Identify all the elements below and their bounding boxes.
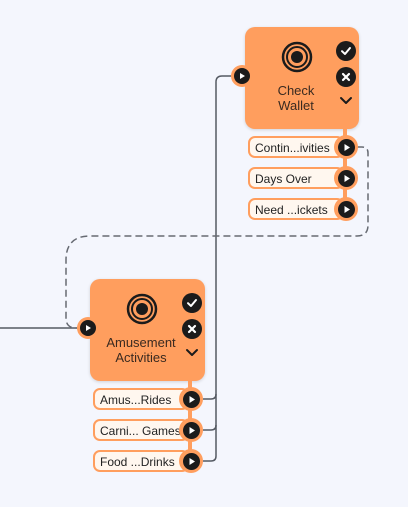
- link-food-drinks-to-check-wallet: [203, 425, 217, 462]
- target-icon: [281, 41, 313, 73]
- play-icon: [234, 68, 250, 84]
- option-label: Days Over: [255, 172, 312, 186]
- play-icon: [80, 320, 96, 336]
- option-label: Food ...Drinks: [100, 455, 175, 469]
- check-icon[interactable]: [182, 293, 202, 313]
- option-carnival-games[interactable]: Carni... Games: [93, 419, 189, 441]
- play-icon: [182, 390, 200, 408]
- option-food-drinks[interactable]: Food ...Drinks: [93, 450, 189, 472]
- option-label: Amus...Rides: [100, 393, 172, 407]
- option-days-over-port[interactable]: [334, 166, 358, 190]
- check-wallet-input-port[interactable]: [231, 65, 253, 87]
- option-food-drinks-port[interactable]: [179, 449, 203, 473]
- check-icon[interactable]: [336, 41, 356, 61]
- option-need-tickets[interactable]: Need ...ickets: [248, 198, 344, 220]
- option-label: Carni... Games: [100, 424, 181, 438]
- chevron-down-icon[interactable]: [185, 348, 199, 358]
- option-label: Contin...ivities: [255, 141, 330, 155]
- option-amusement-rides-port[interactable]: [179, 387, 203, 411]
- option-need-tickets-port[interactable]: [334, 197, 358, 221]
- option-carnival-games-port[interactable]: [179, 418, 203, 442]
- play-icon: [337, 200, 355, 218]
- link-continue-activities-to-amusement: [65, 146, 369, 329]
- play-icon: [337, 169, 355, 187]
- close-icon[interactable]: [182, 319, 202, 339]
- option-amusement-rides[interactable]: Amus...Rides: [93, 388, 189, 410]
- link-amusement-rides-to-check-wallet: [203, 75, 233, 400]
- target-icon: [126, 293, 158, 325]
- option-continue-activities[interactable]: Contin...ivities: [248, 136, 344, 158]
- play-icon: [182, 452, 200, 470]
- option-continue-activities-port[interactable]: [334, 135, 358, 159]
- node-title: Check Wallet: [277, 83, 315, 113]
- chevron-down-icon[interactable]: [339, 96, 353, 106]
- amusement-activities-input-port[interactable]: [77, 317, 99, 339]
- option-days-over[interactable]: Days Over: [248, 167, 344, 189]
- close-icon[interactable]: [336, 67, 356, 87]
- check-wallet-node[interactable]: Check Wallet: [245, 27, 359, 129]
- play-icon: [182, 421, 200, 439]
- option-label: Need ...ickets: [255, 203, 328, 217]
- play-icon: [337, 138, 355, 156]
- amusement-activities-node[interactable]: Amusement Activities: [90, 279, 205, 381]
- node-title: Amusement Activities: [106, 335, 176, 365]
